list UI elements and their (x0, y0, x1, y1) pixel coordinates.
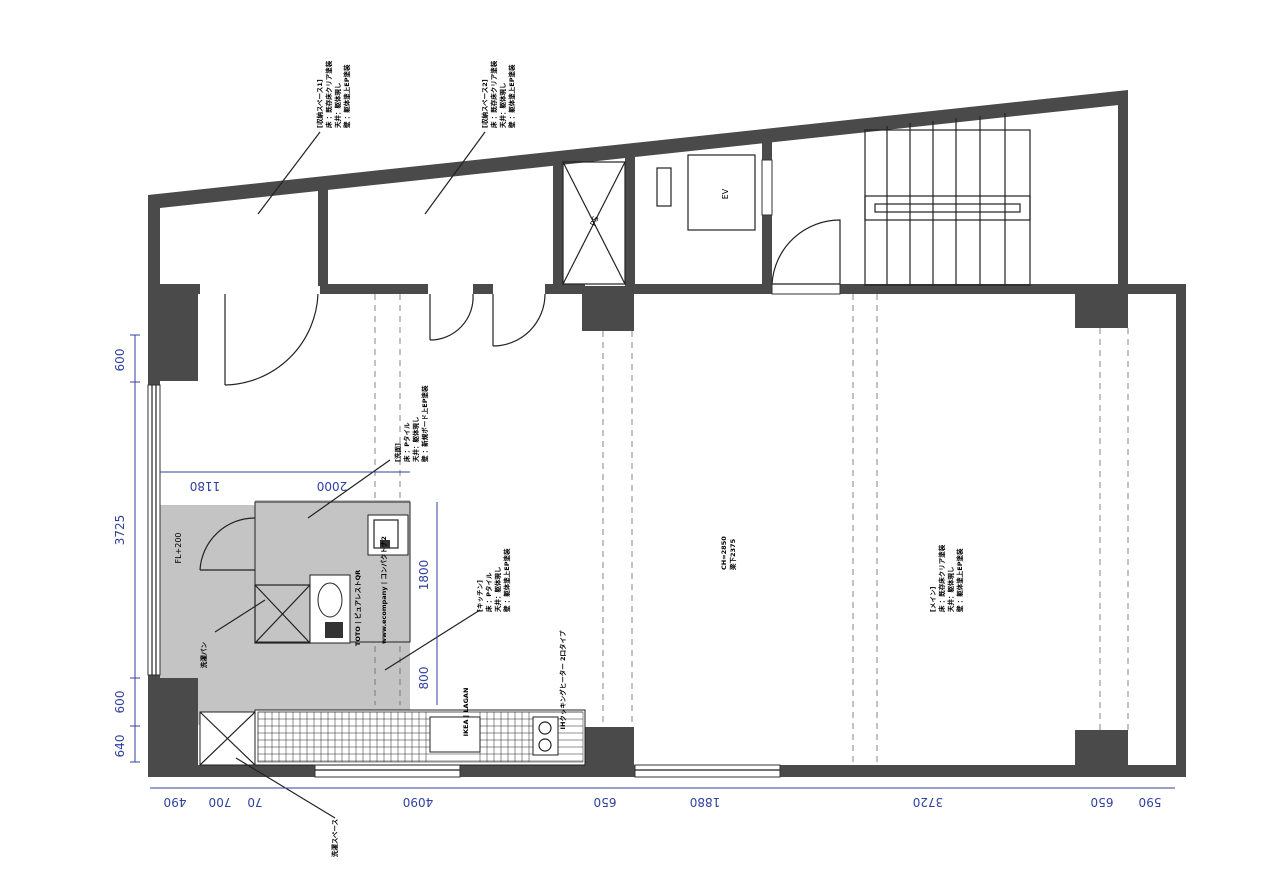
main-label: [メイン] 床 ：既存床クリア塗装 天井：躯体現し 壁 ：躯体塗上EP塗装 (929, 544, 964, 612)
dim-bottom-1: 490 (164, 795, 187, 809)
svg-text:天井：躯体現し: 天井：躯体現し (946, 567, 955, 613)
svg-text:天井：躯体現し: 天井：躯体現し (493, 567, 502, 613)
dim-wash-top-2: 2000 (317, 479, 348, 493)
svg-text:床 ：Pタイル: 床 ：Pタイル (402, 422, 411, 462)
svg-text:床 ：既存床クリア塗装: 床 ：既存床クリア塗装 (489, 60, 498, 128)
dim-bottom-6: 1880 (690, 795, 721, 809)
beam-lines (374, 294, 1129, 765)
dim-bottom-9: 590 (1139, 795, 1162, 809)
svg-text:壁 ：躯体塗上EP塗装: 壁 ：躯体塗上EP塗装 (342, 64, 351, 128)
storage2-label: [収納スペース2] 床 ：既存床クリア塗装 天井：躯体現し 壁 ：躯体塗上EP塗… (480, 60, 516, 128)
dim-left-1: 600 (113, 349, 127, 372)
shafts (562, 154, 773, 285)
svg-text:[メイン]: [メイン] (929, 587, 937, 612)
dim-bottom-5: 650 (594, 795, 617, 809)
dim-bottom-8: 650 (1091, 795, 1114, 809)
dim-left-3: 600 (113, 691, 127, 714)
dim-wash-right-2: 800 (417, 667, 431, 690)
storage1-label: [収納スペース1] 床 ：既存床クリア塗装 天井：躯体現し 壁 ：躯体塗上EP塗… (315, 60, 351, 128)
dim-wash-top-1: 1180 (190, 479, 221, 493)
dimension-lines (130, 334, 1175, 789)
ceiling-height-label: CH=2850 梁下2375 (720, 536, 737, 571)
kitchen-counter (199, 709, 586, 766)
dim-wash-right-1: 1800 (417, 560, 431, 591)
sink-label: www.ecompany | コンパクトナ2 (379, 536, 389, 644)
svg-text:[収納スペース1]: [収納スペース1] (315, 79, 324, 128)
svg-text:CH=2850: CH=2850 (720, 536, 728, 570)
fridge-label: IKEA | LAGAN (462, 688, 471, 737)
dim-bottom-3: 70 (247, 795, 262, 809)
svg-text:壁 ：躯体塗上EP塗装: 壁 ：躯体塗上EP塗装 (502, 548, 511, 612)
doors (199, 219, 841, 571)
svg-text:[洗面]: [洗面] (393, 443, 402, 462)
svg-text:天井：躯体現し: 天井：躯体現し (333, 83, 342, 129)
laundry-space-label: 洗濯スペース (330, 819, 339, 857)
leader-lines (214, 131, 486, 819)
svg-text:壁 ：新規ボード上EP塗装: 壁 ：新規ボード上EP塗装 (420, 385, 429, 462)
walls (148, 90, 1186, 777)
svg-text:床 ：既存床クリア塗装: 床 ：既存床クリア塗装 (937, 544, 946, 612)
ps-label: PS (589, 215, 601, 227)
svg-text:天井：躯体現し: 天井：躯体現し (498, 83, 507, 129)
washroom-fixtures (254, 501, 411, 644)
svg-text:[キッチン]: [キッチン] (476, 580, 484, 612)
fl-label: FL+200 (174, 532, 183, 563)
washroom-label: [洗面] 床 ：Pタイル 天井：躯体現し 壁 ：新規ボード上EP塗装 (393, 385, 429, 462)
stairs (864, 113, 1031, 286)
kitchen-label: [キッチン] 床 ：Pタイル 天井：躯体現し 壁 ：躯体塗上EP塗装 (476, 548, 511, 612)
dim-bottom-7: 3720 (913, 795, 944, 809)
svg-text:壁 ：躯体塗上EP塗装: 壁 ：躯体塗上EP塗装 (507, 64, 516, 128)
dim-bottom-2: 700 (209, 795, 232, 809)
windows (147, 283, 841, 778)
dim-bottom-4: 4090 (403, 795, 434, 809)
ev-label: EV (721, 188, 730, 199)
stove-label: IHクッキングヒーター 2口タイプ (558, 630, 567, 729)
washpan-label: 洗濯パン (199, 641, 208, 668)
svg-text:[収納スペース2]: [収納スペース2] (480, 79, 489, 128)
svg-text:壁 ：躯体塗上EP塗装: 壁 ：躯体塗上EP塗装 (955, 548, 964, 612)
dim-left-4: 640 (113, 735, 127, 758)
svg-text:床 ：既存床クリア塗装: 床 ：既存床クリア塗装 (324, 60, 333, 128)
svg-text:梁下2375: 梁下2375 (728, 538, 737, 571)
dim-left-2: 3725 (113, 515, 127, 546)
svg-text:天井：躯体現し: 天井：躯体現し (411, 417, 420, 463)
svg-text:床 ：Pタイル: 床 ：Pタイル (484, 572, 493, 612)
toilet-label: TOTO | ピュアレストQR (353, 570, 363, 646)
